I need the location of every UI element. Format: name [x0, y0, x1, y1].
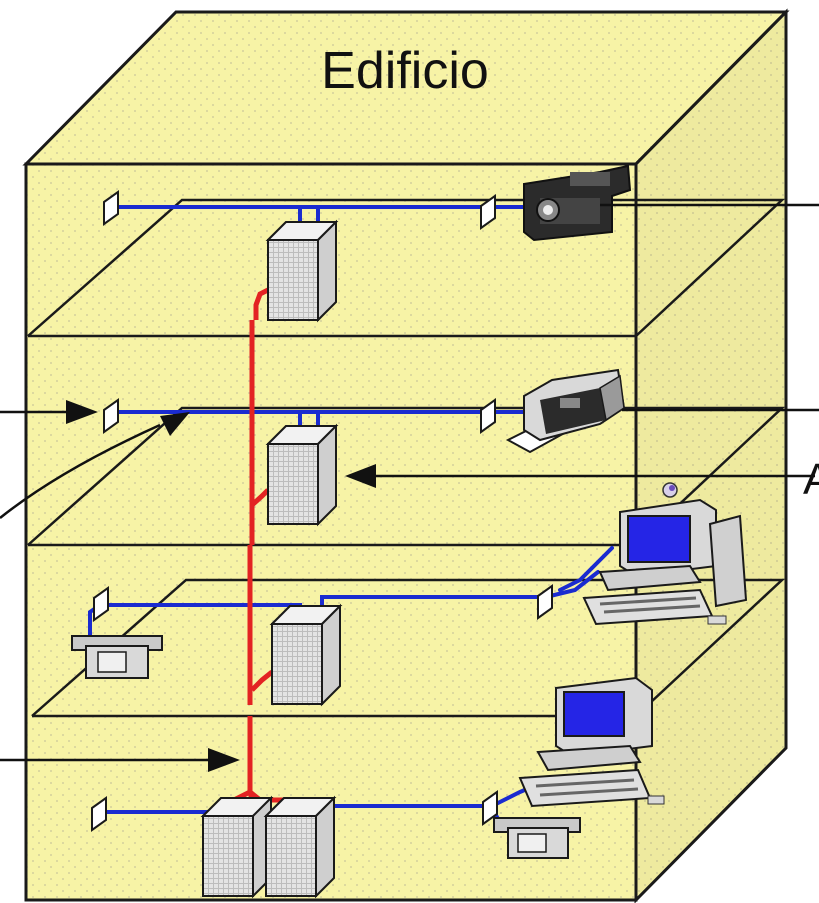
server-icon: [271, 605, 341, 705]
printer-icon: [505, 368, 626, 454]
computer-icon: [518, 676, 665, 808]
callout-arrows: [0, 203, 819, 772]
building: [22, 8, 790, 903]
floor-plane-3: [31, 578, 786, 718]
building-title: Edificio: [321, 42, 489, 100]
server-icon: [267, 425, 337, 525]
floor-plane-2: [27, 406, 786, 547]
telephone-icon: [493, 817, 581, 859]
server-icon: [267, 221, 337, 321]
server-icon: [202, 797, 272, 897]
computer-icon: [582, 482, 748, 626]
server-icon: [265, 797, 335, 897]
floor-plane-1: [27, 198, 786, 338]
video-camera-icon: [523, 164, 632, 242]
building-side: [634, 8, 788, 903]
right-edge-label: A: [803, 455, 819, 504]
telephone-icon: [71, 635, 163, 679]
floor-planes: [27, 198, 786, 718]
